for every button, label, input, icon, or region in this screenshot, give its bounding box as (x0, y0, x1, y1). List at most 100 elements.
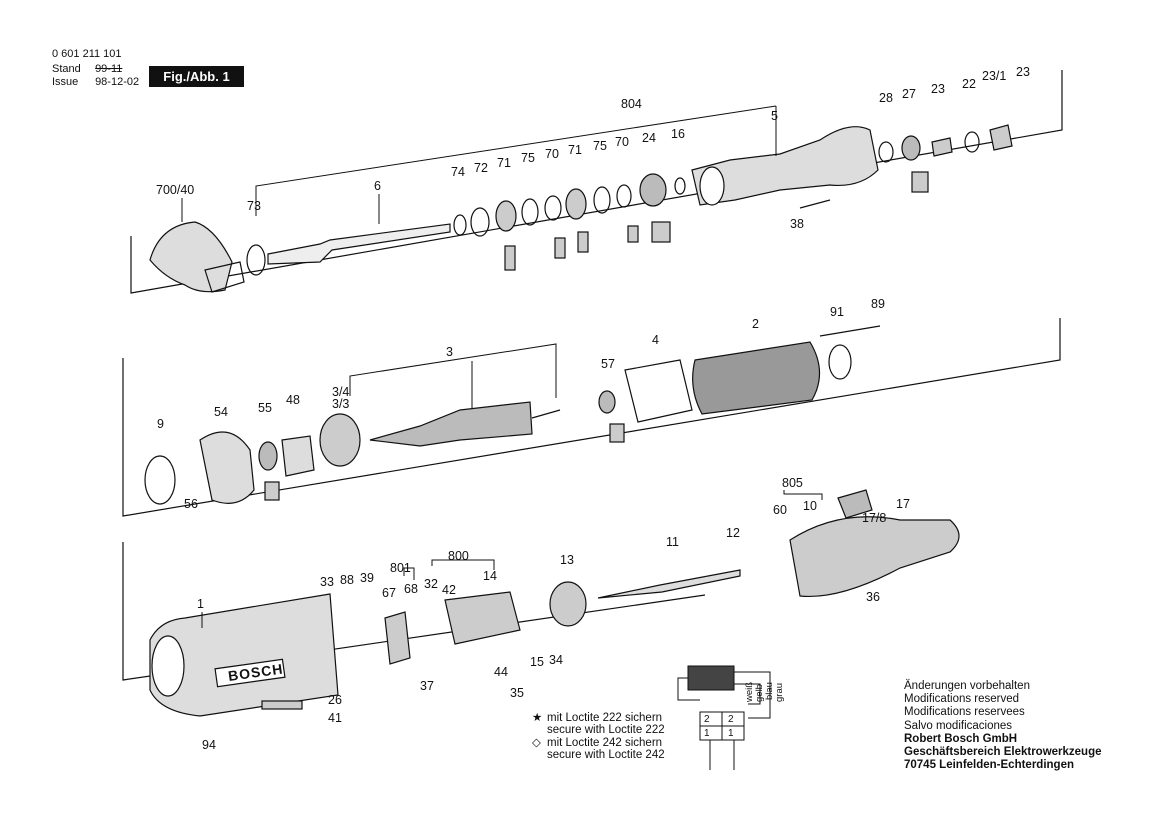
armature-shaft (531, 409, 561, 419)
note-line: Änderungen vorbehalten (904, 680, 1030, 692)
callout-54: 54 (214, 405, 228, 419)
small-part-1d (627, 225, 639, 243)
callouts-group-1: 700/40 73 6 74 72 71 75 70 71 75 70 24 1… (156, 65, 1030, 231)
callout-39: 39 (360, 571, 374, 585)
callout-26: 26 (328, 693, 342, 707)
wire-89 (819, 325, 881, 337)
callout-70b: 70 (615, 135, 629, 149)
motor-housing-1 (149, 593, 339, 717)
callout-33: 33 (320, 575, 334, 589)
end-shield-54 (199, 431, 255, 504)
callout-10: 10 (803, 499, 817, 513)
insulating-sleeve-4 (624, 359, 693, 423)
callout-24: 24 (642, 131, 656, 145)
housing-bore (699, 166, 725, 206)
callout-16: 16 (671, 127, 685, 141)
housing-opening (151, 635, 185, 697)
callout-27: 27 (902, 87, 916, 101)
callout-74: 74 (451, 165, 465, 179)
callout-44: 44 (494, 665, 508, 679)
small-part-1b (554, 237, 566, 259)
callout-28: 28 (879, 91, 893, 105)
callout-2: 2 (752, 317, 759, 331)
small-part-2b (609, 423, 625, 443)
callout-700-40: 700/40 (156, 183, 194, 197)
small-part-2a (264, 481, 280, 501)
bearing-71b (565, 188, 587, 220)
bearing-57 (598, 390, 616, 414)
callout-15: 15 (530, 655, 544, 669)
callout-12: 12 (726, 526, 740, 540)
leader-lines-group-2 (349, 343, 557, 408)
armature-3 (369, 401, 533, 447)
callout-38: 38 (790, 217, 804, 231)
legend-item-loctite-242: ◇ mit Loctite 242 sichern secure with Lo… (532, 737, 665, 762)
callout-22: 22 (962, 77, 976, 91)
diamond-icon: ◇ (532, 736, 541, 749)
spindle-housing (691, 126, 879, 206)
callout-73: 73 (247, 199, 261, 213)
callout-70a: 70 (545, 147, 559, 161)
callout-32: 32 (424, 577, 438, 591)
small-part-1e (651, 221, 671, 243)
wire-label-weiss: weiß (744, 682, 755, 703)
company-name: Robert Bosch GmbH (904, 732, 1018, 745)
star-icon: ★ (532, 712, 543, 724)
callout-57: 57 (601, 357, 615, 371)
small-part-1f (911, 171, 929, 193)
part-number: 0 601 211 101 (52, 48, 122, 60)
panel-2-frame (122, 318, 1061, 517)
ring-91 (828, 344, 852, 380)
ring-74 (453, 214, 467, 236)
issue-label: Issue (52, 76, 79, 88)
callout-91: 91 (830, 305, 844, 319)
callout-17-8: 17/8 (862, 511, 886, 525)
switch-plate-67 (384, 611, 411, 665)
brand-plate (214, 658, 286, 688)
notes-block: Änderungen vorbehalten Modifications res… (904, 680, 1102, 772)
o-ring-9 (144, 455, 176, 505)
callouts-group-3: 1 94 26 41 33 88 39 801 67 68 37 800 32 … (197, 476, 910, 752)
guard-clamp (204, 261, 245, 293)
callout-3-3: 3/3 (332, 397, 349, 411)
wire-label-gelb: gelb (754, 684, 765, 702)
rear-housing (789, 516, 960, 598)
callout-23a: 23 (931, 82, 945, 96)
callout-3-4: 3/4 (332, 385, 349, 399)
callout-3: 3 (446, 345, 453, 359)
fan-3-3 (319, 413, 361, 467)
callout-75a: 75 (521, 151, 535, 165)
callout-68: 68 (404, 582, 418, 596)
ring-75a (521, 198, 539, 226)
callout-35: 35 (510, 686, 524, 700)
callout-23-1: 23/1 (982, 69, 1006, 83)
bearing-27 (901, 135, 921, 161)
terminal-label-2a: 2 (704, 714, 710, 725)
brand-mark: BOSCH (227, 660, 284, 684)
field-2 (692, 341, 821, 415)
callout-805: 805 (782, 476, 803, 490)
nut-23 (931, 137, 953, 157)
callout-88: 88 (340, 573, 354, 587)
callout-56: 56 (184, 497, 198, 511)
issue-row: Issue 98-12-02 (52, 76, 139, 89)
ring-72 (470, 207, 490, 237)
legend-line: mit Loctite 242 sichern (547, 736, 663, 749)
callout-89: 89 (871, 297, 885, 311)
callout-800: 800 (448, 549, 469, 563)
bearing-71a (495, 200, 517, 232)
callout-5: 5 (771, 109, 778, 123)
small-part-1a (504, 245, 516, 271)
terminal-label-1a: 1 (704, 728, 710, 739)
spindle-guard (149, 221, 233, 293)
wire-label-grau: grau (774, 683, 785, 702)
callout-14: 14 (483, 569, 497, 583)
stand-label: Stand (52, 63, 81, 75)
ring-70a (544, 195, 562, 221)
callout-1: 1 (197, 597, 204, 611)
callout-6: 6 (374, 179, 381, 193)
legend-line: mit Loctite 222 sichern (547, 712, 663, 724)
callout-67: 67 (382, 586, 396, 600)
ring-70b (616, 184, 632, 208)
